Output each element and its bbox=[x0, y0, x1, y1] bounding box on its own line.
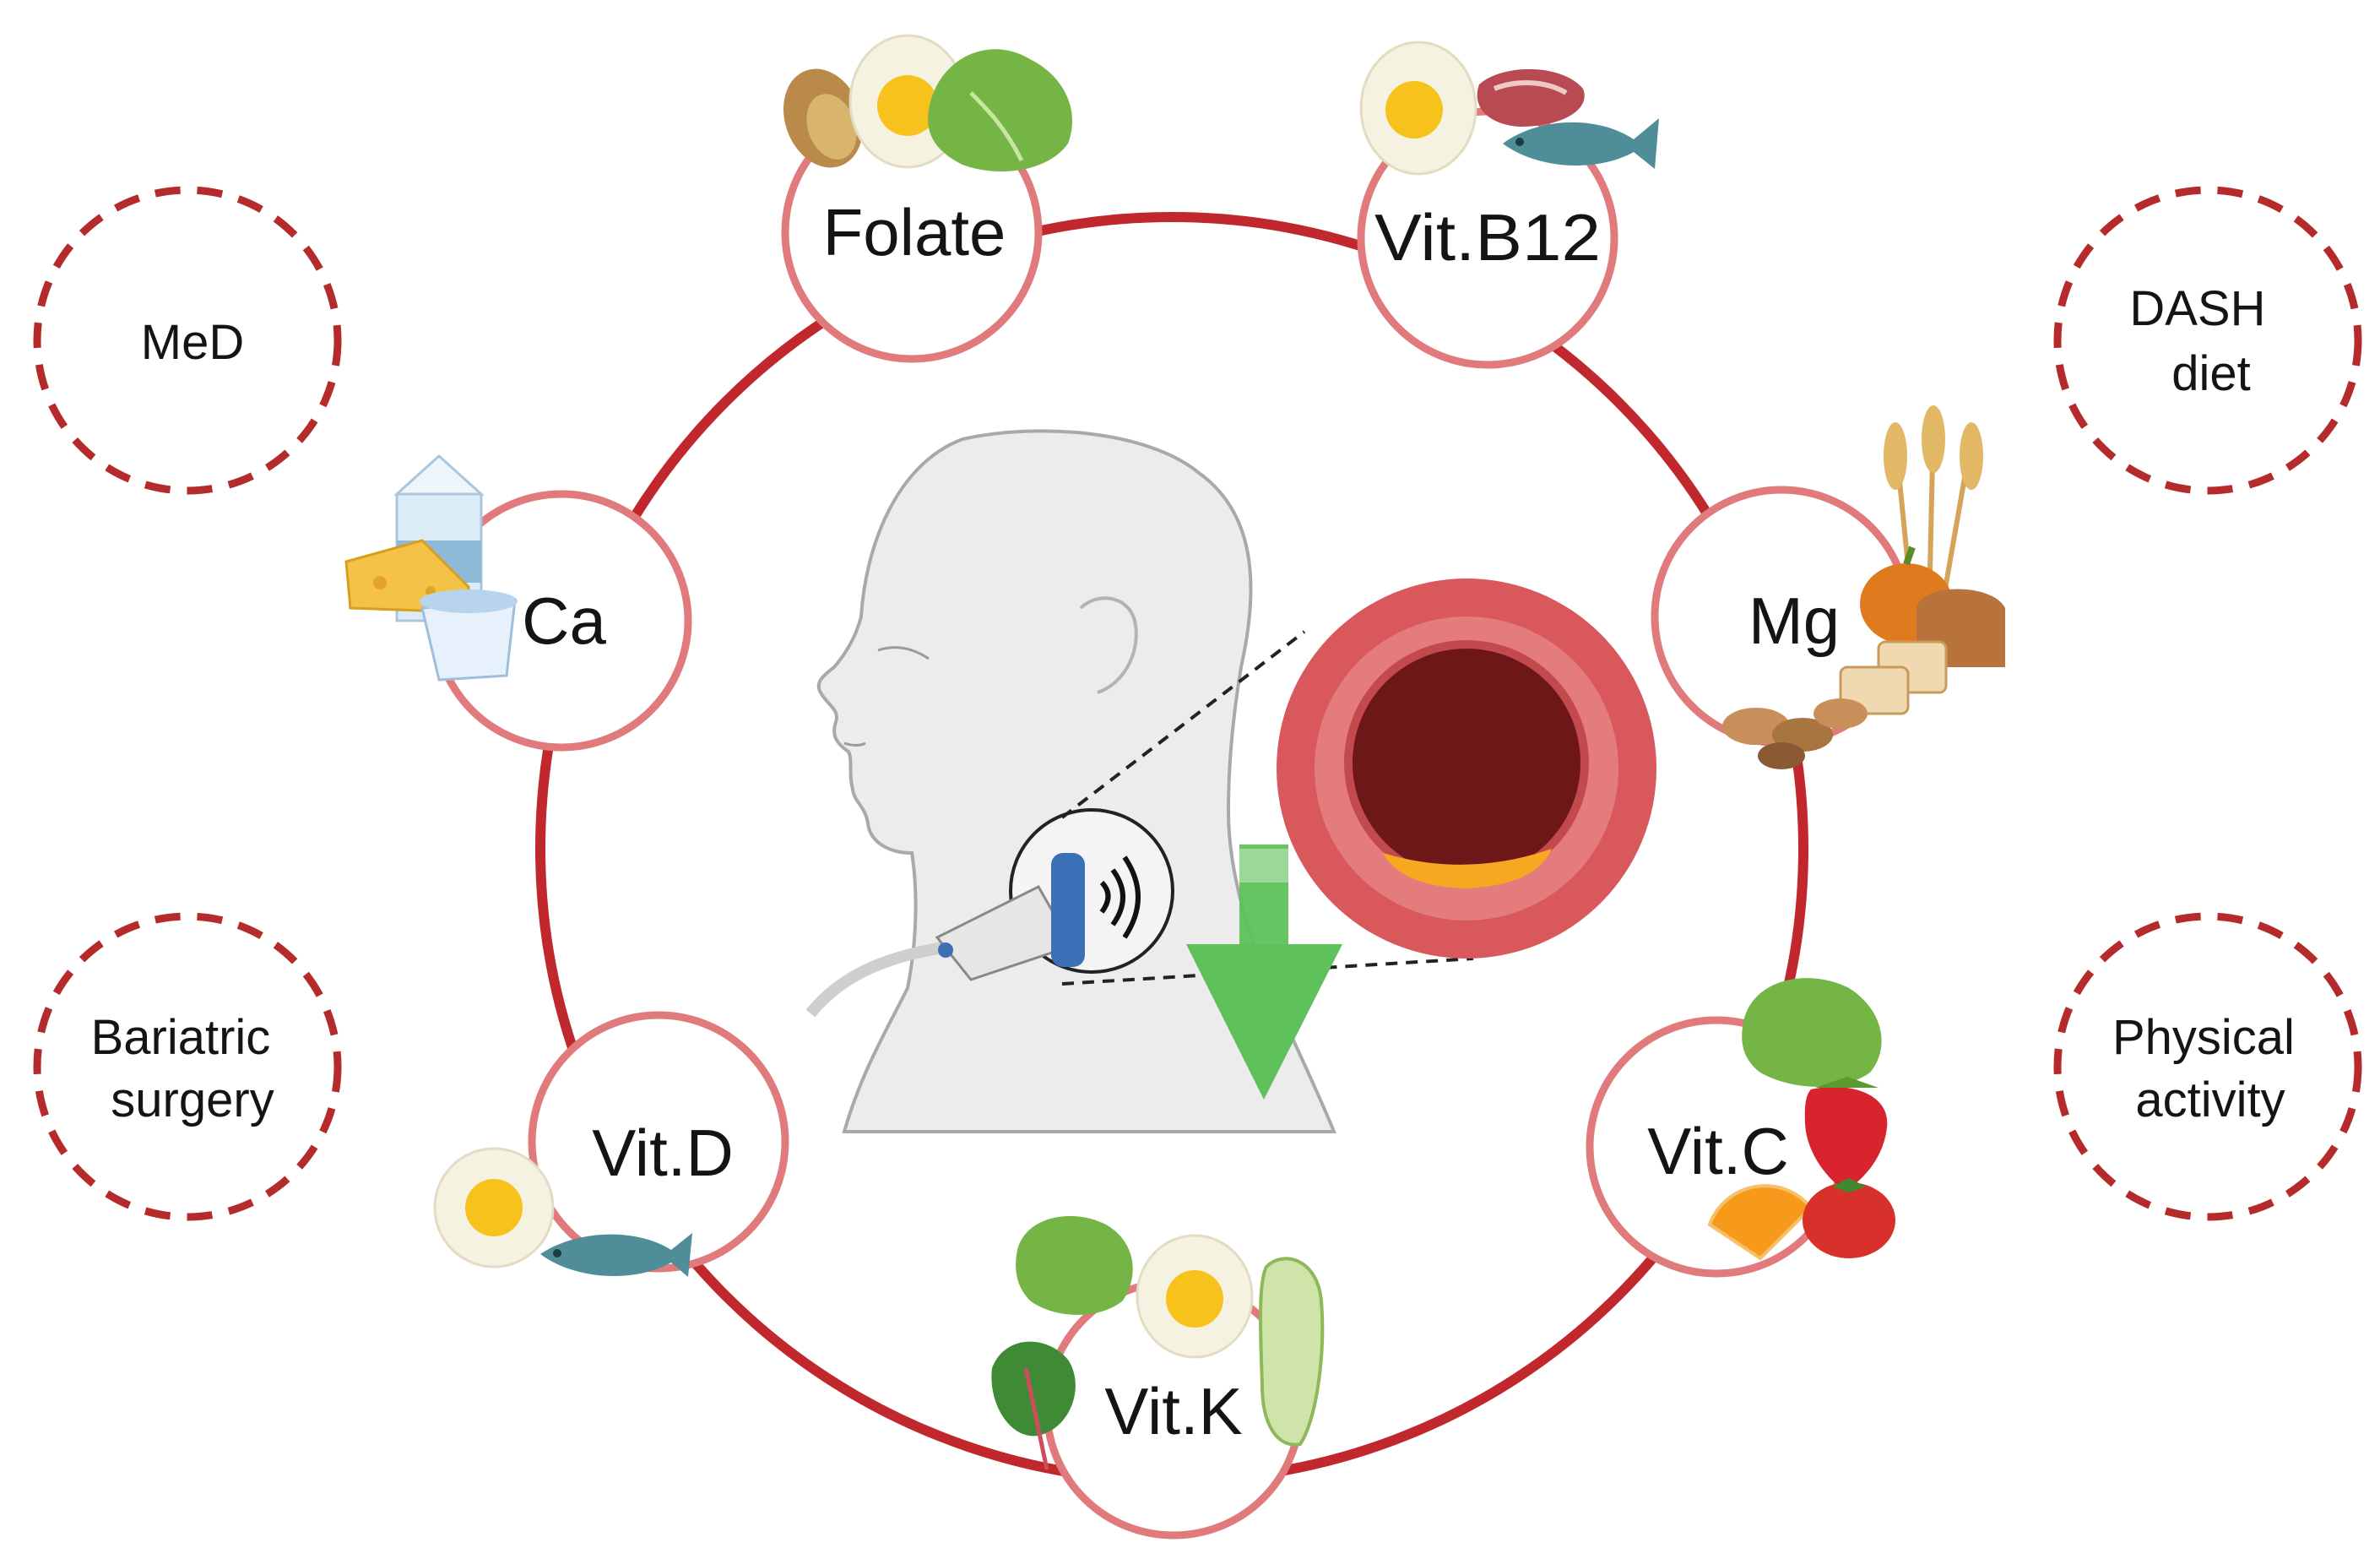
intervention-physical: Physical activity bbox=[2053, 912, 2362, 1221]
intervention-med: MeD bbox=[33, 186, 342, 495]
lettuce-icon bbox=[1016, 1216, 1133, 1315]
nuts-icon bbox=[1722, 698, 1868, 769]
nutrient-label-vitk: Vit.K bbox=[1104, 1374, 1242, 1448]
tomato-icon bbox=[1803, 1178, 1895, 1258]
med-line-1: MeD bbox=[141, 315, 244, 370]
meat-icon bbox=[1477, 68, 1585, 127]
spinach-icon bbox=[991, 1341, 1076, 1470]
potato-icon bbox=[783, 68, 864, 168]
bariatric-line-2: surgery bbox=[111, 1073, 274, 1127]
bread-icon bbox=[1839, 589, 2005, 715]
nutrient-label-ca: Ca bbox=[522, 584, 606, 658]
lettuce-icon bbox=[928, 49, 1072, 171]
nutrient-node-ca: Ca bbox=[431, 490, 692, 752]
fish-icon bbox=[1503, 118, 1659, 169]
bariatric-line-1: Bariatric bbox=[91, 1010, 271, 1065]
nutrient-node-vitd: Vit.D bbox=[528, 1011, 789, 1273]
yogurt-icon bbox=[420, 589, 518, 682]
egg-icon bbox=[433, 1147, 555, 1268]
nutrient-label-mg: Mg bbox=[1748, 584, 1840, 658]
fish-icon bbox=[540, 1233, 692, 1277]
dash-line-2: diet bbox=[2171, 346, 2251, 401]
dash-line-1: DASH bbox=[2129, 281, 2265, 336]
physical-line-1: Physical bbox=[2112, 1010, 2295, 1065]
nutrient-label-vitd: Vit.D bbox=[592, 1116, 734, 1190]
egg-icon bbox=[1136, 1234, 1254, 1359]
intervention-med-label: MeD bbox=[141, 315, 244, 370]
orange-icon bbox=[1707, 1184, 1813, 1261]
ultrasound-probe-icon bbox=[805, 808, 1174, 1018]
strawberry-icon bbox=[1804, 1077, 1888, 1191]
artery-cross-section-icon bbox=[1277, 578, 1656, 959]
zoom-line-top bbox=[1060, 630, 1306, 819]
lettuce-icon bbox=[1742, 978, 1882, 1087]
intervention-bariatric-label: Bariatric surgery bbox=[91, 1010, 285, 1127]
intervention-bariatric: Bariatric surgery bbox=[33, 912, 342, 1221]
wheat-icon bbox=[1884, 405, 1983, 609]
nutrient-label-vitb12: Vit.B12 bbox=[1374, 200, 1601, 274]
nutrient-node-vitk: Vit.K bbox=[1043, 1278, 1304, 1540]
nutrient-node-folate: Folate bbox=[781, 101, 1043, 363]
intervention-dash: DASH diet bbox=[2053, 186, 2362, 495]
down-arrow-icon bbox=[1186, 845, 1342, 1100]
egg-icon bbox=[1359, 41, 1477, 176]
nutrient-label-vitc: Vit.C bbox=[1647, 1114, 1789, 1188]
intervention-dash-label: DASH diet bbox=[2129, 281, 2279, 401]
intervention-physical-label: Physical activity bbox=[2112, 1010, 2308, 1127]
chicory-icon bbox=[1258, 1257, 1325, 1447]
nutrient-label-folate: Folate bbox=[823, 195, 1006, 269]
physical-line-2: activity bbox=[2135, 1073, 2285, 1127]
